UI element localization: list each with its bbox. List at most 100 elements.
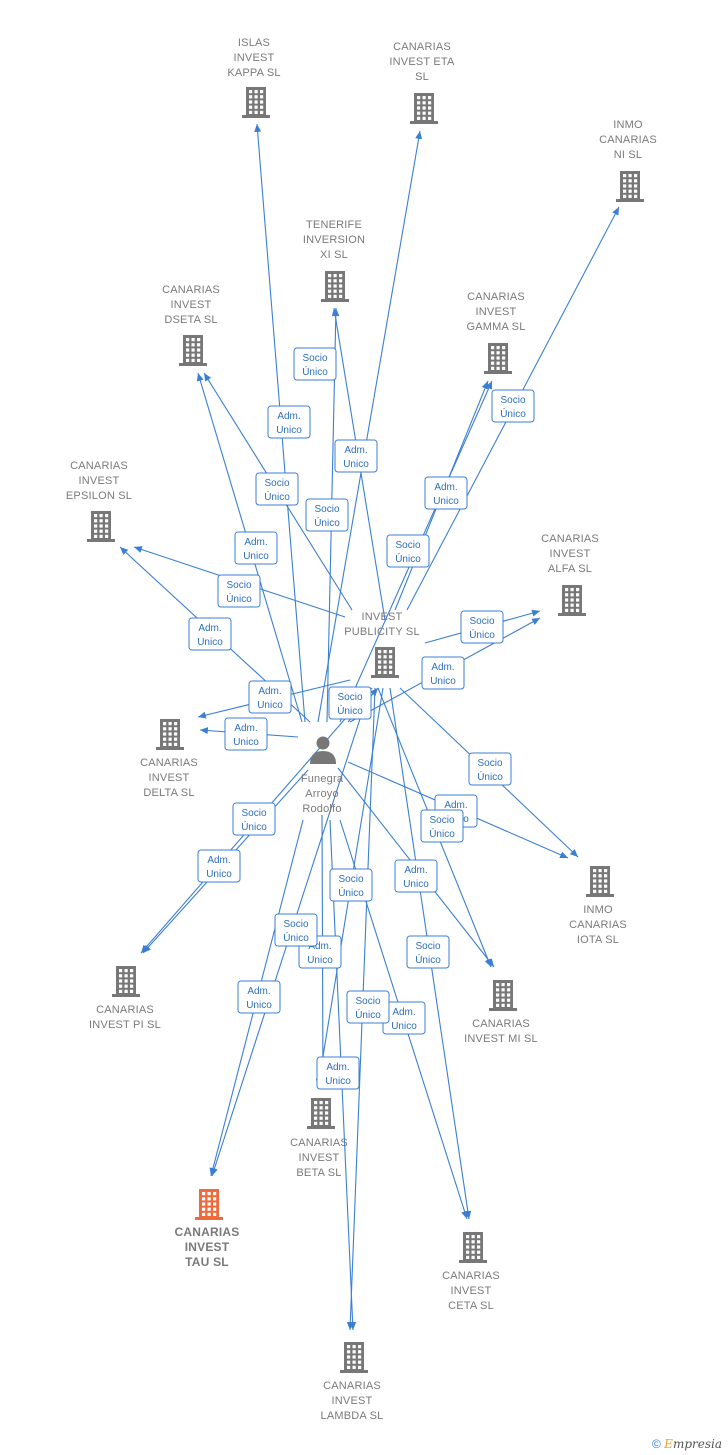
node-label-line: CANARIAS: [467, 291, 525, 303]
building-icon: [558, 585, 586, 616]
relation-text: Adm.: [392, 1007, 415, 1018]
relation-text: Socio: [415, 941, 440, 952]
relation-text: Único: [264, 490, 290, 503]
relation-text: Adm.: [308, 941, 331, 952]
relation-text: Adm.: [326, 1062, 349, 1073]
copyright-symbol: ©: [651, 1437, 661, 1451]
relation-text: Unico: [403, 879, 429, 890]
node-label-line: XI SL: [320, 249, 348, 261]
relation-box: [224, 717, 268, 751]
relation-box: [248, 680, 292, 714]
node-label-line: DELTA SL: [143, 787, 194, 799]
relation-text: Único: [283, 931, 309, 944]
relation-box: [491, 389, 535, 423]
relation-box: [234, 531, 278, 565]
relation-text: Unico: [243, 551, 269, 562]
relation-text: Socio: [429, 815, 454, 826]
relation-box: [255, 472, 299, 506]
relation-label-adm-unico[interactable]: Adm.Unico: [197, 849, 241, 883]
relation-label-adm-unico[interactable]: Adm.Unico: [421, 656, 465, 690]
node-label-line: PUBLICITY SL: [344, 626, 420, 638]
relation-text: Adm.: [277, 411, 300, 422]
relation-box: [468, 752, 512, 786]
relation-label-adm-unico[interactable]: Adm.Unico: [234, 531, 278, 565]
relation-box: [197, 849, 241, 883]
node-label-line: INVEST: [149, 772, 190, 784]
relation-label-adm-unico[interactable]: Adm.Unico: [248, 680, 292, 714]
node-label-line: INMO: [583, 904, 613, 916]
relation-box: [424, 476, 468, 510]
relation-label-adm-unico[interactable]: Adm.Unico: [316, 1056, 360, 1090]
node-label-line: INVEST: [299, 1152, 340, 1164]
building-icon: [371, 647, 399, 678]
relation-label-adm-unico[interactable]: Adm.Unico: [334, 439, 378, 473]
relation-text: Socio: [283, 919, 308, 930]
relation-text: Único: [395, 552, 421, 565]
relation-box: [232, 802, 276, 836]
footer-brand[interactable]: © Empresia: [652, 1437, 722, 1451]
relation-text: Único: [241, 820, 267, 833]
node-label-line: CETA SL: [448, 1300, 494, 1312]
relation-label-adm-unico[interactable]: Adm.Unico: [237, 980, 281, 1014]
relation-text: Socio: [500, 395, 525, 406]
relation-label-adm-unico[interactable]: Adm.Unico: [424, 476, 468, 510]
relation-box: [217, 574, 261, 608]
relation-label-adm-unico[interactable]: Adm. Unico: [267, 405, 311, 439]
relation-box: [293, 347, 337, 381]
relation-box: [421, 656, 465, 690]
building-icon: [616, 171, 644, 202]
relation-text: Adm.: [404, 865, 427, 876]
relation-text: Socio: [264, 478, 289, 489]
relation-text: Único: [469, 628, 495, 641]
node-label-line: DSETA SL: [164, 314, 217, 326]
relation-text: Unico: [343, 459, 369, 470]
relation-text: Unico: [307, 955, 333, 966]
node-label-line: NI SL: [614, 149, 643, 161]
relation-label-adm-unico[interactable]: Adm.Unico: [224, 717, 268, 751]
node-label-line: LAMBDA SL: [321, 1410, 384, 1422]
node-label-line: INVEST: [451, 1285, 492, 1297]
relation-label-adm-unico[interactable]: Adm.Unico: [188, 617, 232, 651]
node-label-line: INVEST: [171, 299, 212, 311]
relation-text: Unico: [276, 425, 302, 436]
building-icon: [489, 980, 517, 1011]
relation-label-adm-unico[interactable]: Adm. Unico: [394, 859, 438, 893]
building-icon: [156, 719, 184, 750]
building-icon: [179, 335, 207, 366]
relation-box: [305, 498, 349, 532]
